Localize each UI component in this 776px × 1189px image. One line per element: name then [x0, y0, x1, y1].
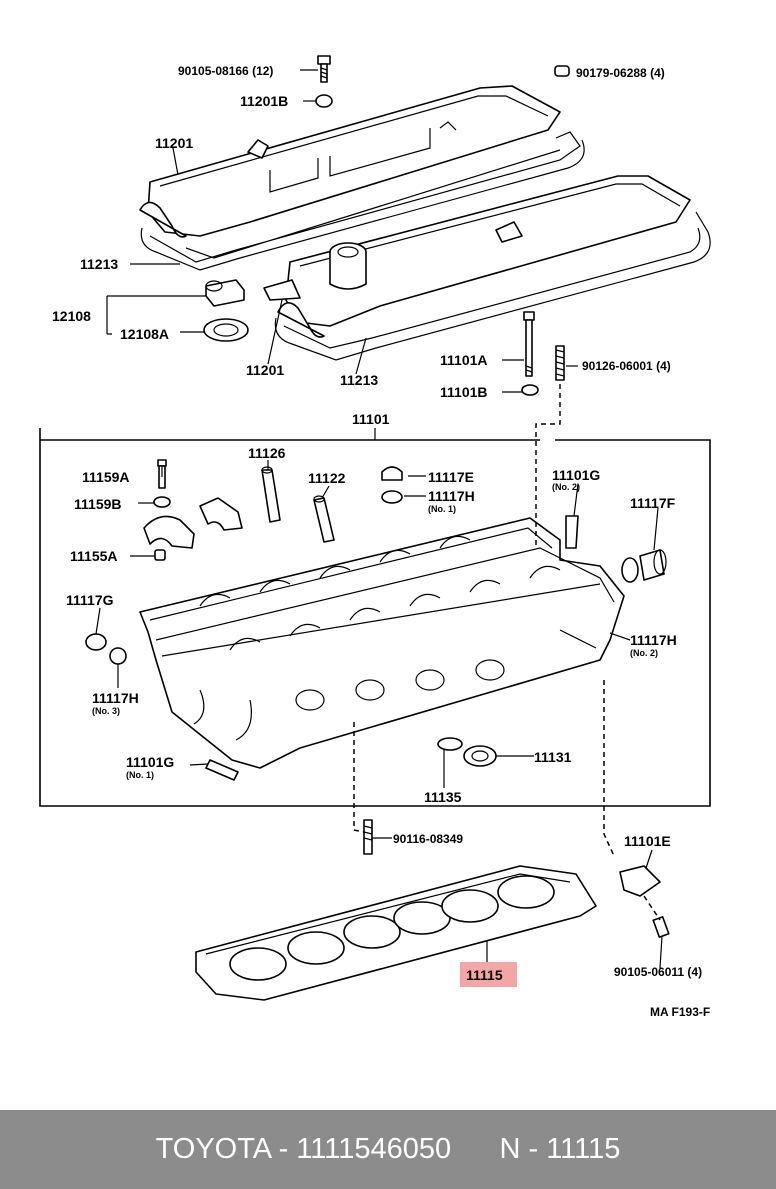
label-11101G-bottom-no: (No. 1) — [126, 770, 154, 780]
label-90105-06011: 90105-06011 (4) — [614, 965, 702, 979]
grommet-icon — [554, 65, 570, 77]
label-11101G-top: 11101G — [552, 467, 600, 483]
plug-11117G-icon — [85, 633, 127, 665]
valve-cover-lower — [263, 175, 691, 338]
label-11135: 11135 — [424, 789, 462, 805]
plug-11117H-icon — [381, 490, 403, 504]
highlight-11115 — [460, 962, 517, 987]
label-11117H-top: 11117H — [428, 488, 475, 504]
label-11117H-right-no: (No. 2) — [630, 648, 658, 658]
valve-cover-gasket-upper — [149, 131, 581, 263]
washer-11135-icon — [437, 737, 463, 751]
label-diagram-code: MA F193-F — [650, 1005, 710, 1019]
guide-11126-icon — [261, 466, 281, 523]
label-11126: 11126 — [248, 445, 286, 461]
label-11101G-bottom: 11101G — [126, 754, 174, 770]
label-11159B: 11159B — [74, 496, 122, 512]
label-12108: 12108 — [52, 308, 91, 324]
seal-washer-icon — [315, 94, 333, 108]
washer-11101B-icon — [521, 384, 539, 396]
label-11101A: 11101A — [440, 352, 488, 368]
label-11117H-top-no: (No. 1) — [428, 504, 456, 514]
seal-11131-icon — [463, 745, 497, 767]
label-11117H-left: 11117H — [92, 690, 139, 706]
pin-11101G-top-icon — [565, 515, 579, 549]
label-90126-06001: 90126-06001 (4) — [582, 359, 671, 373]
label-90116-08349: 90116-08349 — [393, 832, 463, 846]
label-11101G-top-no: (No. 2) — [552, 482, 580, 492]
label-11131: 11131 — [534, 749, 572, 765]
label-12108A: 12108A — [120, 326, 169, 342]
valve-cover-upper — [139, 85, 561, 238]
pin-11101G-bottom-icon — [205, 759, 239, 781]
parts-diagram: 90105-08166 (12) 90179-06288 (4) 11201B … — [39, 55, 711, 1019]
cylinder-head — [139, 517, 625, 769]
label-11117H-right: 11117H — [630, 632, 677, 648]
label-11101B: 11101B — [440, 384, 488, 400]
label-11117F: 11117F — [630, 495, 676, 511]
washer-11159B-icon — [153, 496, 171, 508]
label-11122: 11122 — [308, 470, 346, 486]
footer-text: TOYOTA - 1111546050 N - 11115 — [155, 1133, 621, 1165]
oil-seal-icon — [203, 318, 249, 342]
bolt-90105-06011-icon — [652, 916, 670, 938]
label-90105-08166: 90105-08166 (12) — [178, 64, 273, 78]
stud-90116-icon — [363, 819, 373, 855]
bearing-cap-icon — [143, 515, 195, 549]
label-11117G: 11117G — [66, 592, 114, 608]
label-11201B: 11201B — [240, 93, 288, 109]
bolt-top-icon — [317, 55, 331, 83]
label-11115: 11115 — [466, 967, 503, 983]
label-11101: 11101 — [352, 411, 390, 427]
label-11213-upper: 11213 — [80, 256, 118, 272]
head-assy-box — [39, 428, 711, 807]
label-11101E: 11101E — [624, 833, 671, 849]
camshaft-plug-icon — [205, 279, 245, 307]
label-90179-06288: 90179-06288 (4) — [576, 66, 665, 80]
label-11155A: 11155A — [70, 548, 118, 564]
pin-11155A-icon — [154, 549, 166, 561]
label-11213-lower: 11213 — [340, 372, 378, 388]
bracket-11101E-icon — [619, 865, 661, 897]
stud-90126-icon — [555, 345, 565, 381]
footer-bar: TOYOTA - 1111546050 N - 11115 — [0, 1110, 776, 1189]
label-11159A: 11159A — [82, 469, 130, 485]
guide-11122-icon — [313, 495, 335, 543]
label-11201-lower: 11201 — [246, 362, 284, 378]
valve-cover-gasket-lower — [274, 211, 711, 361]
stud-11101A-icon — [523, 311, 535, 377]
head-gasket — [195, 865, 597, 1001]
plug-11117E-icon — [381, 466, 403, 481]
label-11117E: 11117E — [428, 469, 474, 485]
label-11201-upper: 11201 — [155, 135, 193, 151]
bearing-cap-2-icon — [199, 497, 243, 531]
label-11117H-left-no: (No. 3) — [92, 706, 120, 716]
plug-11117F-icon — [621, 549, 667, 583]
